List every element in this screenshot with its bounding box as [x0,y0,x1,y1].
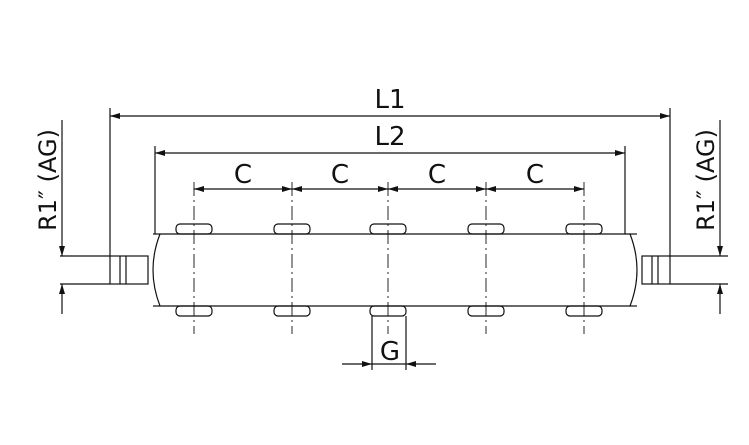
label-c-4: C [526,160,544,190]
label-c-2: C [331,160,349,190]
label-c-1: C [234,160,252,190]
label-thread-right: R1″ (AG) [692,129,720,231]
label-thread-left: R1″ (AG) [34,129,62,231]
left-thread-connector [60,255,149,285]
bottom-outlets [175,305,603,317]
label-c-3: C [428,160,446,190]
manifold-body [152,233,638,307]
centerlines [193,182,585,334]
right-thread-connector [641,255,728,285]
label-l1: L1 [374,85,405,115]
top-outlets [175,223,603,235]
label-l2: L2 [374,122,405,152]
label-g: G [380,337,400,367]
